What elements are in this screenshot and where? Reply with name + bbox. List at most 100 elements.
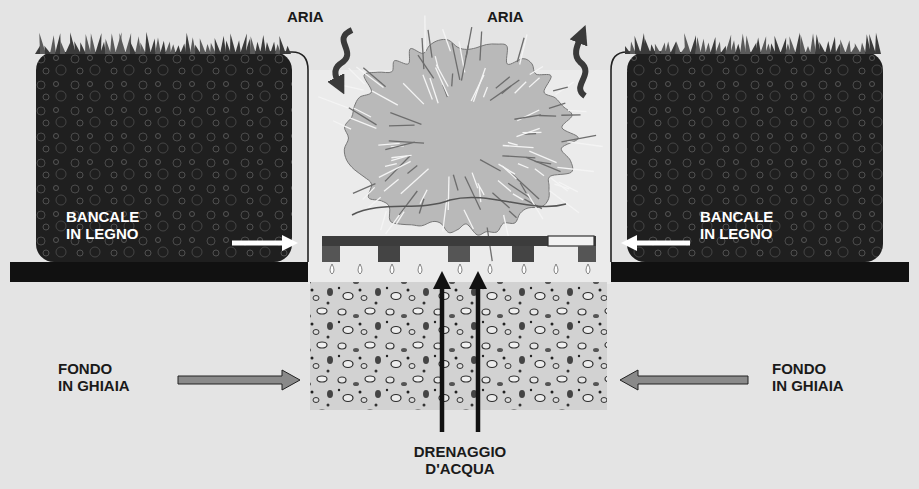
- straw: [561, 135, 596, 141]
- water-drop: [586, 264, 590, 274]
- label-line: IN LEGNO: [66, 225, 139, 242]
- straw: [520, 34, 527, 64]
- grass-blade: [755, 37, 761, 54]
- drainage-label: DRENAGGIO D'ACQUA: [360, 443, 560, 478]
- grass-blade: [670, 41, 676, 54]
- grass-blade: [710, 37, 716, 54]
- straw: [480, 160, 501, 171]
- grass-blade: [869, 34, 876, 54]
- straw: [513, 194, 523, 200]
- grass-blade: [684, 33, 691, 54]
- straw: [452, 43, 460, 80]
- label-line: FONDO: [58, 360, 130, 377]
- straw: [508, 183, 530, 198]
- straw: [530, 67, 543, 75]
- straw: [418, 55, 434, 78]
- drainage-arrow: [476, 280, 481, 432]
- straw: [384, 179, 399, 191]
- straw: [385, 142, 415, 150]
- straw: [372, 91, 398, 105]
- air-label: ARIA: [487, 8, 524, 25]
- raised-bed: [36, 52, 292, 262]
- straw: [464, 210, 473, 229]
- straw: [424, 16, 426, 52]
- straw: [461, 46, 468, 81]
- bale-line: [352, 198, 566, 215]
- grass-blade: [660, 43, 666, 54]
- grass-blade: [279, 36, 286, 54]
- grass-blade: [170, 44, 176, 54]
- straw: [551, 178, 568, 191]
- pit-wall: [250, 52, 308, 262]
- straw: [504, 215, 509, 236]
- label-line: IN LEGNO: [700, 225, 773, 242]
- straw: [329, 82, 364, 90]
- grass-blade: [665, 42, 671, 54]
- label-line: BANCALE: [700, 208, 773, 225]
- straw: [520, 183, 526, 193]
- label-line: DRENAGGIO: [360, 443, 560, 460]
- grass-blade: [200, 38, 206, 54]
- grass-blade: [74, 41, 81, 54]
- drainage-arrow: [440, 280, 445, 432]
- straw: [514, 115, 541, 119]
- grass-blade: [725, 35, 731, 54]
- label-line: BANCALE: [66, 208, 139, 225]
- straw: [502, 166, 516, 179]
- straw: [478, 183, 484, 195]
- grass-blade: [270, 42, 276, 54]
- straw: [496, 77, 510, 88]
- grass: [35, 32, 291, 54]
- grass-blade: [830, 36, 836, 54]
- straw: [403, 83, 424, 104]
- straw: [535, 169, 544, 176]
- straw: [391, 155, 411, 157]
- grass-blade: [90, 33, 96, 54]
- gravel-label: FONDO IN GHIAIA: [772, 360, 844, 395]
- hay-bale: [318, 16, 602, 262]
- grass-blade: [625, 46, 631, 54]
- straw: [498, 180, 511, 191]
- straw: [333, 121, 351, 129]
- straw: [502, 156, 535, 158]
- straw: [356, 67, 383, 87]
- grass-blade: [780, 38, 786, 54]
- grass-blade: [240, 34, 247, 54]
- grass-blade: [250, 36, 256, 54]
- grass-blade: [855, 43, 861, 54]
- grass-blade: [760, 36, 766, 54]
- grass-blade: [110, 33, 116, 54]
- straw: [363, 68, 385, 87]
- grass-blade: [645, 38, 651, 54]
- water-drop: [554, 264, 558, 274]
- straw: [390, 113, 421, 125]
- grass-blade: [875, 33, 881, 54]
- grass-blade: [60, 41, 66, 54]
- grass-blade: [165, 41, 171, 54]
- water-drop: [390, 264, 394, 274]
- grass-blade: [230, 33, 236, 54]
- grass-blade: [160, 41, 166, 54]
- grass-blade: [700, 39, 706, 54]
- grass-blade: [840, 39, 846, 54]
- pallet-pointer: [232, 241, 282, 246]
- grass-blade: [765, 43, 771, 54]
- label-line: ARIA: [287, 8, 324, 25]
- straw: [490, 80, 519, 101]
- air-arrow-out: [576, 34, 585, 96]
- grass-blade: [805, 46, 811, 54]
- grass-blade: [825, 41, 831, 54]
- straw: [553, 87, 568, 91]
- grass-blade: [215, 38, 221, 54]
- grass-blade: [789, 36, 796, 54]
- straw: [401, 169, 429, 194]
- straw: [423, 75, 432, 100]
- grass-blade: [860, 43, 866, 54]
- straw: [479, 186, 481, 202]
- straw: [515, 82, 527, 93]
- grass-blade: [145, 32, 151, 54]
- water-drop: [488, 264, 492, 274]
- water-drop: [418, 264, 422, 274]
- gravel-bed: [310, 282, 607, 410]
